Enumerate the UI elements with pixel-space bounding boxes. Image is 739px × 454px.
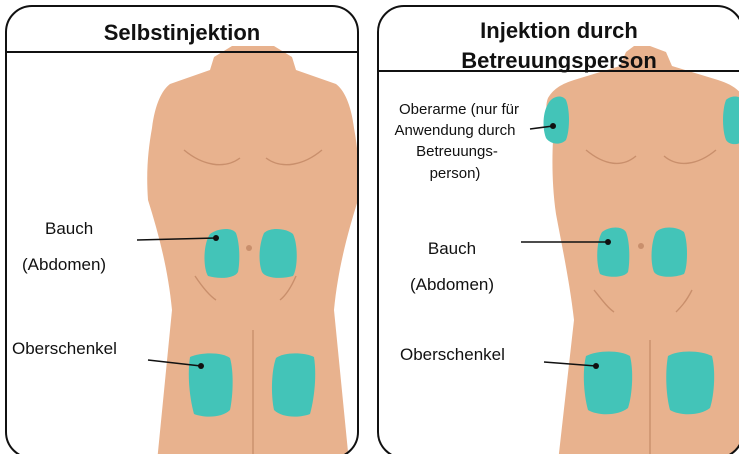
abdomen-zone-left [204,229,239,278]
upper-arm-leader-dot [550,123,556,129]
navel [246,245,252,251]
thigh-leader-dot [593,363,599,369]
panel-title: Selbstinjektion [104,20,260,45]
panel-caregiver-injection: Injektion durch Betreuungsperson Oberarm… [378,6,739,454]
abdomen-label-line-2: (Abdomen) [410,275,494,294]
abdomen-label-line-1: Bauch [428,239,476,258]
abdomen-zone-left [597,228,629,277]
abdomen-leader-dot [213,235,219,241]
thigh-label: Oberschenkel [12,339,117,358]
panel-self-injection: Selbstinjektion Bauch (Abdomen) Obersche… [6,6,359,454]
abdomen-label-line-1: Bauch [45,219,93,238]
thigh-zone-left [584,352,632,415]
upper-arm-zone-right [723,97,739,145]
upper-arm-label-line-2: Anwendung durch [395,122,516,139]
panel-title-line-2: Betreuungsperson [461,48,657,73]
thigh-label: Oberschenkel [400,345,505,364]
upper-arm-label-line-3: Betreuungs- [416,143,498,160]
upper-arm-label-line-4: person) [430,165,481,182]
panel-title-line-1: Injektion durch [480,18,638,43]
abdomen-leader-dot [605,239,611,245]
thigh-zone-left [189,353,233,416]
thigh-leader-dot [198,363,204,369]
abdomen-label-line-2: (Abdomen) [22,255,106,274]
abdomen-zone-right [260,229,297,278]
thigh-zone-right [272,353,315,416]
upper-arm-label-line-1: Oberarme (nur für [399,101,519,118]
abdomen-zone-right [652,228,687,277]
navel [638,243,644,249]
thigh-zone-right [666,352,714,415]
